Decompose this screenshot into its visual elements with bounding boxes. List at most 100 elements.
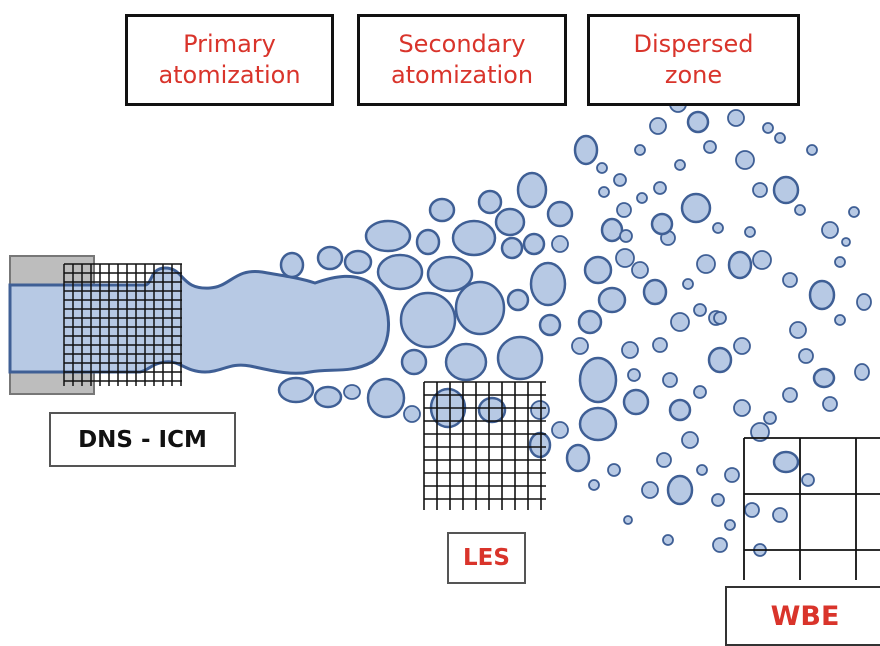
droplet bbox=[772, 175, 800, 205]
droplet bbox=[642, 278, 668, 306]
droplet bbox=[528, 431, 552, 459]
droplet bbox=[774, 132, 786, 144]
droplet bbox=[607, 463, 621, 477]
droplet bbox=[623, 515, 633, 525]
secondary-atomization-label: Secondary atomization bbox=[357, 14, 567, 106]
droplet bbox=[854, 363, 870, 381]
droplet bbox=[834, 256, 846, 268]
droplet bbox=[364, 219, 412, 253]
droplet bbox=[399, 291, 457, 349]
droplet bbox=[343, 384, 361, 400]
droplet bbox=[400, 348, 428, 376]
droplet bbox=[772, 450, 800, 474]
primary-atomization-label: Primary atomization bbox=[125, 14, 334, 106]
droplet bbox=[789, 321, 807, 339]
droplet bbox=[656, 452, 672, 468]
droplet bbox=[477, 189, 503, 215]
droplet bbox=[812, 367, 836, 389]
droplet bbox=[752, 182, 768, 198]
droplet bbox=[674, 159, 686, 171]
droplet bbox=[652, 337, 668, 353]
les-mesh bbox=[423, 381, 546, 510]
droplet bbox=[682, 278, 694, 290]
droplet bbox=[711, 493, 725, 507]
droplet bbox=[530, 400, 550, 420]
droplet bbox=[762, 122, 774, 134]
droplet bbox=[733, 399, 751, 417]
droplet bbox=[707, 346, 733, 374]
droplet bbox=[496, 335, 544, 381]
droplet bbox=[634, 144, 646, 156]
droplet bbox=[794, 204, 806, 216]
droplet bbox=[616, 202, 632, 218]
droplet bbox=[477, 396, 507, 424]
droplet bbox=[426, 255, 474, 293]
droplet bbox=[693, 385, 707, 399]
droplet bbox=[750, 422, 770, 442]
droplet bbox=[506, 288, 530, 312]
droplet bbox=[848, 206, 860, 218]
droplet bbox=[615, 248, 635, 268]
droplet bbox=[366, 377, 406, 419]
droplet bbox=[782, 387, 798, 403]
droplet bbox=[724, 467, 740, 483]
droplet bbox=[376, 253, 424, 291]
droplet bbox=[529, 261, 567, 307]
droplet bbox=[662, 534, 674, 546]
droplet bbox=[744, 502, 760, 518]
droplet bbox=[668, 398, 692, 422]
dispersed-zone-label: Dispersed zone bbox=[587, 14, 800, 106]
droplet bbox=[772, 507, 788, 523]
droplet bbox=[782, 272, 798, 288]
wbe-coarse-mesh bbox=[743, 437, 880, 580]
droplet bbox=[631, 261, 649, 279]
droplet bbox=[573, 134, 599, 166]
droplet bbox=[444, 342, 488, 382]
droplet bbox=[277, 376, 315, 404]
droplet bbox=[343, 249, 373, 275]
droplet bbox=[727, 109, 745, 127]
droplet bbox=[454, 280, 506, 336]
droplet bbox=[500, 236, 524, 260]
droplet bbox=[622, 388, 650, 416]
droplet bbox=[735, 150, 755, 170]
droplet bbox=[653, 181, 667, 195]
droplet bbox=[666, 474, 694, 506]
droplet bbox=[662, 372, 678, 388]
droplet bbox=[834, 314, 846, 326]
droplet bbox=[600, 217, 624, 243]
droplet bbox=[403, 405, 421, 423]
droplet bbox=[752, 250, 772, 270]
droplet bbox=[578, 356, 618, 404]
droplet bbox=[565, 443, 591, 473]
droplet bbox=[578, 406, 618, 442]
dns-icm-label: DNS - ICM bbox=[49, 412, 236, 467]
droplet bbox=[619, 229, 633, 243]
droplet bbox=[313, 385, 343, 409]
droplet bbox=[724, 519, 736, 531]
droplet bbox=[538, 313, 562, 337]
droplet bbox=[841, 237, 851, 247]
droplet bbox=[712, 222, 724, 234]
droplet bbox=[551, 421, 569, 439]
droplet bbox=[821, 221, 839, 239]
droplet bbox=[428, 197, 456, 223]
droplet bbox=[316, 245, 344, 271]
droplet bbox=[596, 162, 608, 174]
droplet bbox=[546, 200, 574, 228]
droplet bbox=[588, 479, 600, 491]
droplet bbox=[279, 251, 305, 279]
droplet bbox=[649, 117, 667, 135]
droplet bbox=[696, 254, 716, 274]
droplet bbox=[798, 348, 814, 364]
les-label: LES bbox=[447, 532, 526, 584]
droplet bbox=[806, 144, 818, 156]
droplet bbox=[801, 473, 815, 487]
droplet bbox=[641, 481, 659, 499]
droplet bbox=[650, 212, 674, 236]
droplet bbox=[727, 250, 753, 280]
droplet bbox=[597, 286, 627, 314]
wbe-label: WBE bbox=[725, 586, 880, 646]
droplet bbox=[621, 341, 639, 359]
